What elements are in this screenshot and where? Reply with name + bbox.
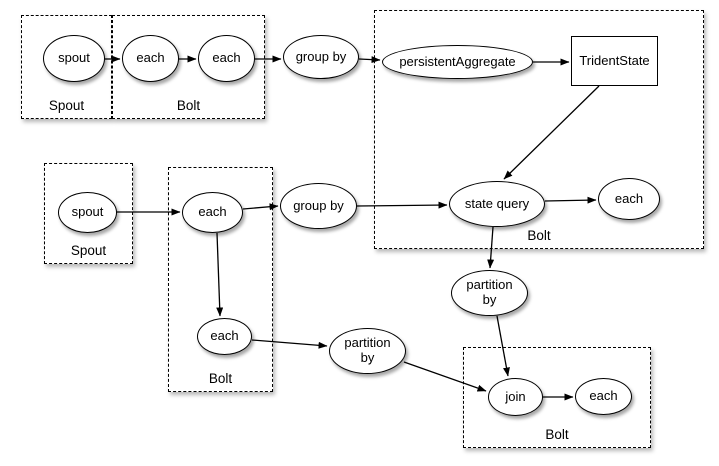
node-join: join (488, 378, 543, 416)
node-state-query: state query (449, 181, 545, 227)
edge-trident-state-to-state-query (503, 85, 600, 180)
edge-group-by-top-to-persistent-aggregate (358, 56, 381, 64)
edge-each-mid-to-group-by-mid (242, 203, 279, 211)
node-each-bottom: each (575, 378, 632, 415)
spout-group-mid-label: Spout (70, 243, 107, 258)
node-trident-state: TridentState (571, 36, 658, 86)
node-persistent-aggregate: persistentAggregate (382, 45, 533, 79)
node-each-mid-lower: each (197, 318, 252, 355)
edge-partition-by-left-to-join (403, 361, 487, 392)
node-partition-by-left: partition by (329, 328, 406, 374)
edge-state-query-to-partition-by-right (487, 226, 495, 269)
bolt-group-right-label: Bolt (527, 228, 551, 243)
node-partition-by-right: partition by (451, 270, 528, 316)
bolt-group-bottom-label: Bolt (545, 427, 569, 442)
node-group-by-mid: group by (280, 183, 357, 229)
node-spout-mid: spout (58, 192, 117, 233)
edge-partition-by-right-to-join (496, 315, 510, 377)
edge-each-mid-to-each-mid-lower (216, 232, 224, 317)
edge-each-mid-lower-to-partition-by-left (251, 339, 328, 349)
bolt-group-mid-label: Bolt (208, 371, 233, 386)
edge-group-by-mid-to-state-query (356, 201, 448, 209)
node-each-state-query: each (598, 178, 660, 220)
spout-group-top-label: Spout (48, 98, 85, 113)
bolt-group-top-label: Bolt (176, 98, 201, 113)
edge-state-query-to-each (544, 196, 597, 204)
node-each-top-1: each (122, 35, 179, 82)
node-group-by-top: group by (283, 35, 359, 79)
node-each-top-2: each (198, 35, 255, 82)
node-each-mid: each (182, 192, 243, 233)
node-spout-top: spout (43, 35, 105, 82)
